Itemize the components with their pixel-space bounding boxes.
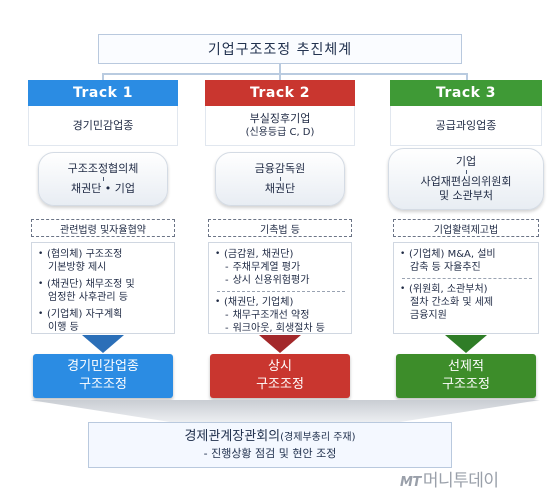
track3-detail-2-text: (위원회, 소관부처) <box>409 284 488 295</box>
track2-target-line2: (신용등급 C, D) <box>245 126 315 138</box>
track3-header: Track 3 <box>390 80 542 106</box>
track3-detail-separator <box>402 278 532 279</box>
track3-connector <box>466 73 468 80</box>
track2-detail-a: •(금감원, 채권단) <box>215 248 347 261</box>
track2-detail-b-head: (채권단, 기업체) <box>224 297 294 308</box>
track1-result-line1: 경기민감업종 <box>67 359 139 374</box>
track1-detail-1-text: (협의체) 구조조정 <box>47 249 123 260</box>
track1-connector <box>102 73 104 80</box>
track1-detail-2: •(채권단) 채무조정 및 <box>38 278 170 291</box>
track1-result-line2: 구조조정 <box>79 377 127 392</box>
track2-target-line1: 부실징후기업 <box>249 111 311 125</box>
track3-detail-2-cont2: 금융지원 <box>410 310 447 321</box>
track3-detail-1-cont: 감축 등 자율추진 <box>410 262 481 273</box>
track3-actor-1: 기업 <box>455 155 477 168</box>
track1-detail-1-cont: 기본방향 제시 <box>48 262 107 273</box>
watermark-mt: MT <box>400 475 421 490</box>
track1-actors: 구조조정협의체 채권단 • 기업 <box>38 152 168 206</box>
track2-detail-b-1-text: 채무구조개선 약정 <box>232 310 310 321</box>
track1-detail-2-cont: 엄정한 사후관리 등 <box>48 292 128 303</box>
track1-detail-3: •(기업체) 자구계획 <box>38 308 170 321</box>
track3-detail-2-cont: 절차 간소화 및 세제 <box>410 297 494 308</box>
track2-column: Track 2 부실징후기업 (신용등급 C, D) <box>205 80 355 146</box>
track3-detail-1-text: (기업체) M&A, 설비 <box>409 249 496 260</box>
track2-detail-a-1-text: 주채무계열 평가 <box>232 262 301 273</box>
track3-actor-3: 및 소관부처 <box>438 189 494 202</box>
track2-detail-b-1: -채무구조개선 약정 <box>225 310 310 321</box>
track2-result-line1: 상시 <box>268 359 292 374</box>
track1-detail-3-text: (기업체) 자구계획 <box>47 309 123 320</box>
diagram-title: 기업구조조정 추진체계 <box>98 34 462 64</box>
title-connector-horizontal <box>102 73 468 75</box>
converge-arrow-icon <box>30 400 540 422</box>
track3-actor-2: 사업재편심의위원회 <box>420 175 512 188</box>
track2-detail-a-1: -주채무계열 평가 <box>225 262 301 273</box>
track1-detail-2-text: (채권단) 채무조정 및 <box>47 279 135 290</box>
track2-detail-b-2: -워크아웃, 회생절차 등 <box>225 323 325 334</box>
track2-detail-a-2-text: 상시 신용위험평가 <box>232 275 310 286</box>
track2-connector <box>279 73 281 80</box>
bullet-icon: • <box>400 284 406 294</box>
track2-actor-1: 금융감독원 <box>254 162 306 175</box>
track2-actors: 금융감독원 채권단 <box>215 152 345 206</box>
bullet-icon: • <box>215 297 221 307</box>
track2-actor-2: 채권단 <box>264 182 296 195</box>
track3-actor-divider <box>465 170 467 174</box>
coordination-box: 경제관계장관회의(경제부총리 주재) - 진행상황 점검 및 현안 조정 <box>88 422 452 468</box>
track1-target: 경기민감업종 <box>28 106 178 146</box>
track2-actor-divider <box>279 177 281 181</box>
track3-target: 공급과잉업종 <box>390 106 542 146</box>
watermark-text: 머니투데이 <box>422 471 499 491</box>
track2-detail-a-2: -상시 신용위험평가 <box>225 275 310 286</box>
track2-detail-b: •(채권단, 기업체) <box>215 296 347 309</box>
track2-detail-separator <box>217 291 345 292</box>
track3-detail-1: •(기업체) M&A, 설비 <box>400 248 534 261</box>
track1-details: •(협의체) 구조조정 기본방향 제시 •(채권단) 채무조정 및 엄정한 사후… <box>31 242 175 334</box>
track3-result: 선제적 구조조정 <box>396 354 536 398</box>
bullet-icon: • <box>38 309 44 319</box>
track2-result: 상시 구조조정 <box>210 354 350 398</box>
track3-arrow-icon <box>445 335 487 353</box>
coordination-title: 경제관계장관회의(경제부총리 주재) <box>184 429 355 446</box>
track3-result-line2: 구조조정 <box>442 377 490 392</box>
track1-target-label: 경기민감업종 <box>72 118 134 132</box>
track3-detail-2: •(위원회, 소관부처) <box>400 283 534 296</box>
track3-details: •(기업체) M&A, 설비 감축 등 자율추진 •(위원회, 소관부처) 절차… <box>393 242 539 334</box>
track3-target-label: 공급과잉업종 <box>435 118 497 132</box>
bullet-icon: • <box>400 249 406 259</box>
track3-result-line1: 선제적 <box>448 359 484 374</box>
track2-basis: 기촉법 등 <box>208 219 352 237</box>
bullet-icon: • <box>38 249 44 259</box>
track1-actor-2: 채권단 • 기업 <box>70 182 136 195</box>
track2-target: 부실징후기업 (신용등급 C, D) <box>205 106 355 146</box>
track2-result-line2: 구조조정 <box>256 377 304 392</box>
track1-detail-3-cont: 이행 등 <box>48 322 79 333</box>
bullet-icon: • <box>38 279 44 289</box>
track1-actor-divider <box>102 177 104 181</box>
bullet-icon: • <box>215 249 221 259</box>
track1-actor-1: 구조조정협의체 <box>67 162 139 175</box>
track1-header: Track 1 <box>28 80 178 106</box>
track3-basis: 기업활력제고법 <box>393 219 539 237</box>
coordination-meeting: 경제관계장관회의 <box>184 428 281 444</box>
track2-details: •(금감원, 채권단) -주채무계열 평가 -상시 신용위험평가 •(채권단, … <box>208 242 352 334</box>
track3-actors: 기업 사업재편심의위원회 및 소관부처 <box>388 148 544 210</box>
track2-header: Track 2 <box>205 80 355 106</box>
coordination-task: - 진행상황 점검 및 현안 조정 <box>203 446 337 460</box>
track2-detail-a-head: (금감원, 채권단) <box>224 249 294 260</box>
coordination-chair: (경제부총리 주재) <box>280 431 356 443</box>
track1-detail-1: •(협의체) 구조조정 <box>38 248 170 261</box>
track2-arrow-icon <box>259 335 301 353</box>
track1-column: Track 1 경기민감업종 <box>28 80 178 146</box>
track1-basis: 관련법령 및자율협약 <box>31 219 175 237</box>
track1-result: 경기민감업종 구조조정 <box>33 354 173 398</box>
track2-detail-b-2-text: 워크아웃, 회생절차 등 <box>232 323 325 334</box>
title-connector-vertical <box>279 64 281 74</box>
track3-column: Track 3 공급과잉업종 <box>390 80 542 146</box>
track1-arrow-icon <box>82 335 124 353</box>
